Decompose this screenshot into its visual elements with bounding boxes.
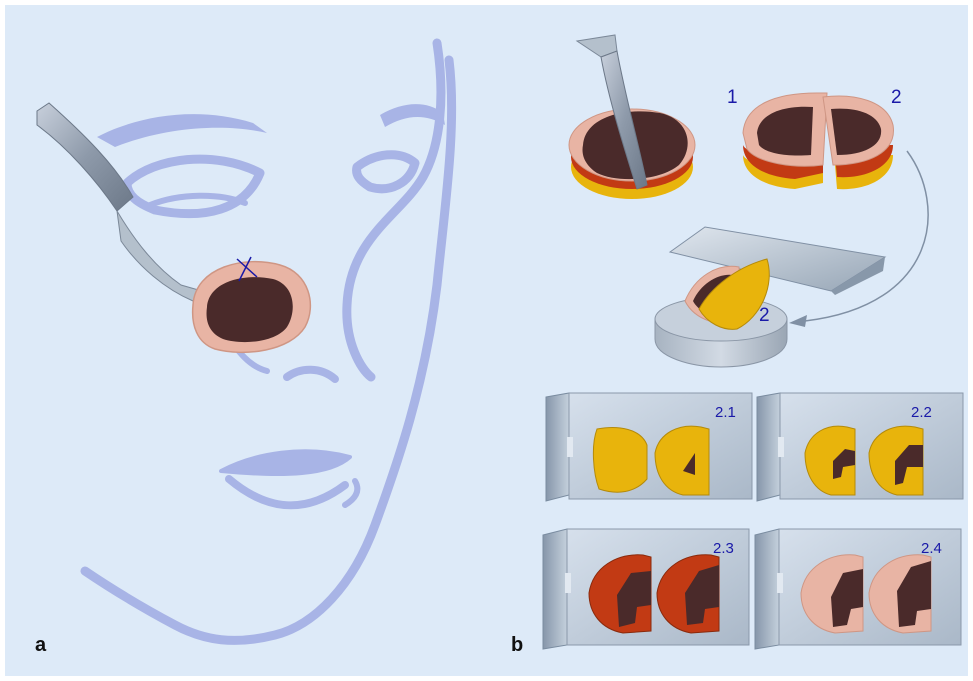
- slide-label-2-4: 2.4: [921, 540, 942, 557]
- panel-label-a: a: [35, 634, 47, 656]
- lesion-a: [193, 257, 311, 352]
- half-label-1: 1: [727, 87, 738, 108]
- slide-label-2-2: 2.2: [911, 404, 932, 421]
- upper-lip: [221, 451, 350, 474]
- left-eyebrow: [97, 114, 267, 147]
- specimen-half-1: [743, 93, 827, 189]
- specimen-half-2: [823, 96, 893, 189]
- illustration: a 1 2 2: [5, 5, 968, 676]
- slide-label-2-3: 2.3: [713, 540, 734, 557]
- jaw-line: [85, 60, 452, 640]
- left-eye: [127, 159, 260, 214]
- slide-2-2: [757, 393, 963, 501]
- chuck-label: 2: [759, 305, 770, 326]
- nostril: [287, 370, 335, 379]
- slide-label-2-1: 2.1: [715, 404, 736, 421]
- right-eye: [357, 155, 415, 189]
- panel-label-b: b: [511, 634, 523, 656]
- half-label-2: 2: [891, 87, 902, 108]
- figure-canvas: a 1 2 2: [5, 5, 968, 676]
- lower-lip: [229, 479, 345, 505]
